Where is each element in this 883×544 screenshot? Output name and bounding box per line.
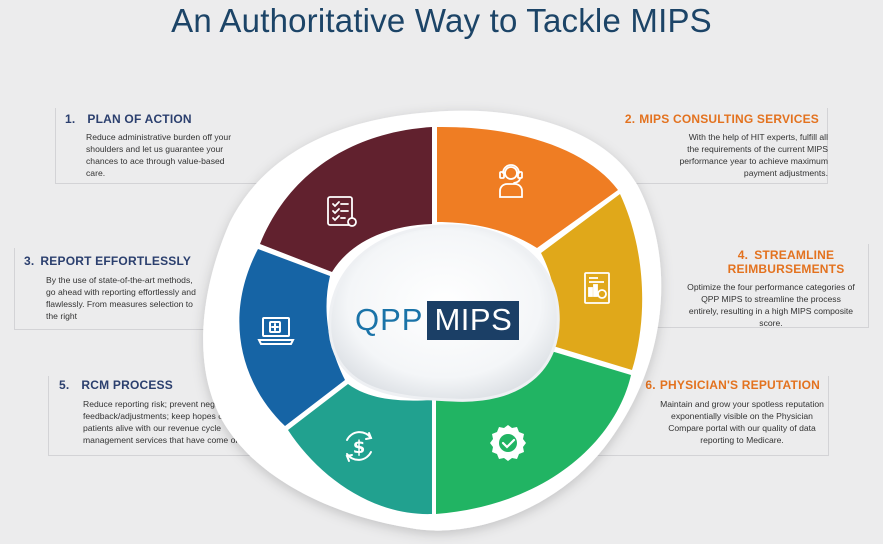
step-text: Optimize the four performance categories…	[687, 282, 855, 328]
laptop-medical-icon	[257, 317, 295, 345]
segment-reputation	[436, 351, 631, 514]
step-heading: PHYSICIAN'S REPUTATION	[659, 378, 820, 392]
logo-mips-text: MIPS	[427, 300, 520, 340]
page-title: An Authoritative Way to Tackle MIPS	[171, 2, 712, 39]
step-heading: STREAMLINE REIMBURSEMENTS	[727, 248, 845, 276]
segment-consulting	[437, 126, 618, 248]
step-heading: PLAN OF ACTION	[87, 112, 192, 126]
step-heading: MIPS CONSULTING SERVICES	[639, 112, 819, 126]
checklist-icon	[327, 196, 357, 227]
consultant-headset-icon	[499, 164, 523, 198]
svg-text:$: $	[353, 437, 366, 458]
step-card-3: 3. REPORT EFFORTLESSLY By the use of stat…	[14, 248, 224, 330]
segment-rcm	[288, 384, 432, 515]
step-number: 3.	[24, 254, 35, 268]
step-text: With the help of HIT experts, fulfill al…	[679, 132, 828, 178]
report-chart-icon	[584, 272, 610, 304]
logo-qpp-text: QPP	[355, 302, 424, 337]
step-text: By the use of state-of-the-art methods, …	[46, 275, 196, 321]
step-number: 1.	[65, 112, 76, 126]
step-text: Maintain and grow your spotless reputati…	[660, 399, 824, 445]
segment-plan-of-action	[260, 127, 432, 272]
step-text: Reduce administrative burden off your sh…	[86, 132, 232, 178]
dollar-cycle-icon: $	[345, 431, 373, 462]
step-card-2: 2.MIPS CONSULTING SERVICES With the help…	[608, 108, 828, 184]
verified-badge-icon	[490, 425, 526, 461]
segment-report	[239, 249, 345, 426]
step-number: 4.	[737, 248, 749, 262]
step-text: Reduce reporting risk; prevent negative …	[83, 399, 257, 445]
step-card-1: 1. PLAN OF ACTION Reduce administrative b…	[55, 108, 275, 184]
step-number: 6.	[645, 378, 656, 392]
step-card-4: 4.STREAMLINE REIMBURSEMENTS Optimize the…	[657, 244, 869, 328]
step-number: 5.	[59, 378, 70, 392]
step-heading: RCM PROCESS	[81, 378, 173, 392]
qpp-mips-logo: QPP MIPS	[355, 300, 520, 340]
step-heading: REPORT EFFORTLESSLY	[40, 254, 192, 268]
step-number: 2.	[624, 112, 636, 126]
